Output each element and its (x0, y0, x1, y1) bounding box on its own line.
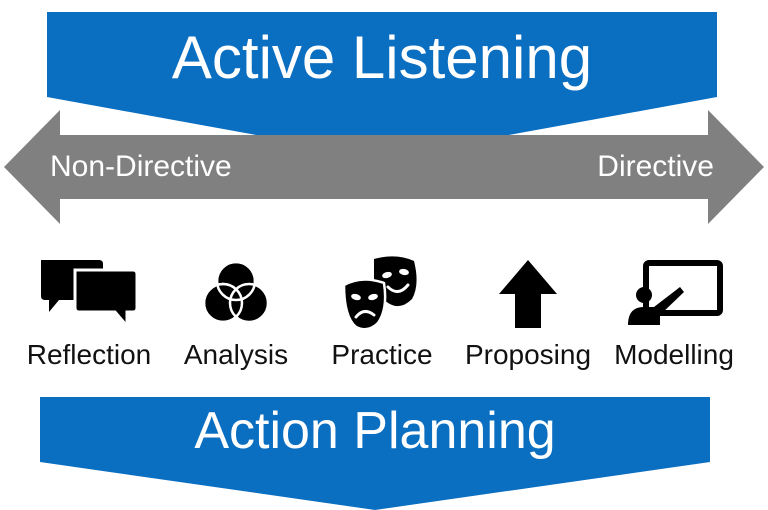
speech-bubbles-icon (41, 260, 139, 331)
approach-label-modelling: Modelling (614, 339, 734, 370)
directive-axis-double-arrow (4, 110, 764, 224)
theater-masks-icon (342, 256, 417, 331)
directive-label: Directive (597, 150, 714, 183)
approach-analysis: Analysis (162, 254, 310, 372)
active-listening-banner (47, 12, 717, 158)
approach-proposing: Proposing (454, 254, 602, 372)
approach-label-proposing: Proposing (464, 339, 592, 370)
approach-label-practice: Practice (331, 339, 433, 370)
non-directive-label: Non-Directive (50, 150, 232, 183)
approach-reflection: Reflection (15, 254, 163, 372)
approach-label-reflection: Reflection (26, 339, 152, 370)
approach-modelling: Modelling (600, 254, 748, 372)
presenter-board-icon (628, 260, 723, 325)
up-arrow-icon (499, 260, 557, 328)
approach-label-analysis: Analysis (183, 339, 289, 370)
venn-diagram-icon (202, 260, 270, 324)
action-planning-title: Action Planning (194, 402, 556, 460)
active-listening-title: Active Listening (171, 24, 593, 91)
approach-practice: Practice (308, 254, 456, 372)
action-planning-banner (40, 397, 710, 510)
